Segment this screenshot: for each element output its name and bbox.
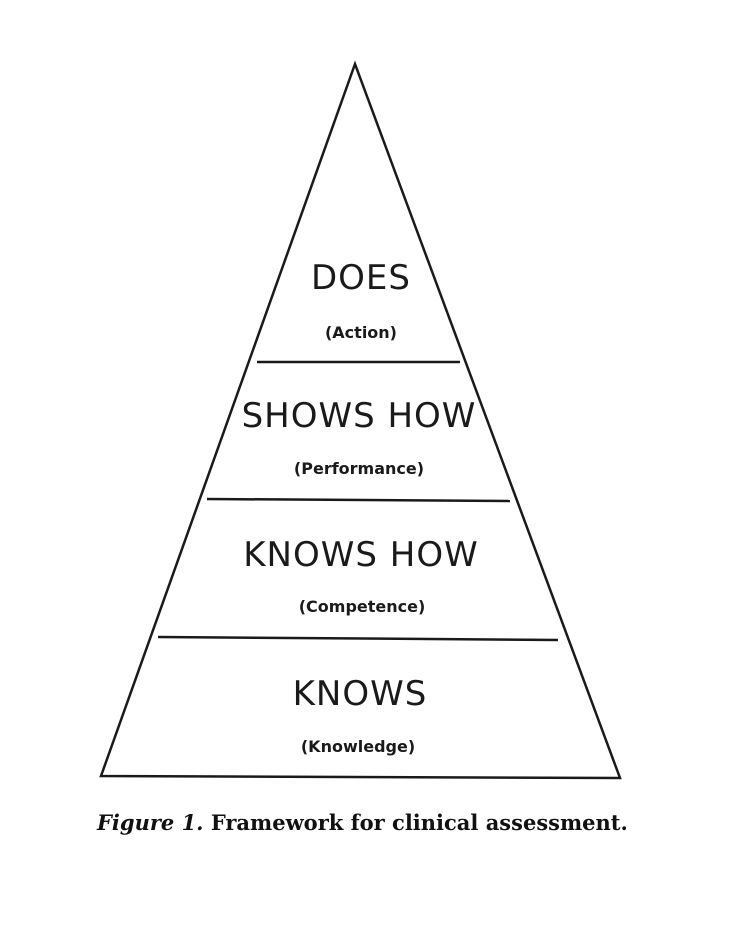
tier-knows: KNOWS (Knowledge) xyxy=(293,674,428,756)
pyramid-outline xyxy=(99,60,622,780)
tier-subtitle: (Competence) xyxy=(299,597,426,616)
figure-caption-text: Framework for clinical assessment. xyxy=(210,810,628,835)
tier-title: SHOWS HOW xyxy=(242,396,477,436)
tier-divider xyxy=(157,635,559,642)
tier-subtitle: (Action) xyxy=(325,323,397,342)
tier-subtitle: (Performance) xyxy=(294,459,424,478)
figure-caption: Figure 1. Framework for clinical assessm… xyxy=(97,810,628,835)
tier-title: KNOWS xyxy=(293,674,428,714)
tier-shows-how: SHOWS HOW (Performance) xyxy=(242,396,477,478)
tier-knows-how: KNOWS HOW (Competence) xyxy=(243,535,478,616)
tier-divider xyxy=(206,497,511,503)
tier-does: DOES (Action) xyxy=(311,258,411,342)
tier-subtitle: (Knowledge) xyxy=(301,737,415,756)
tier-title: KNOWS HOW xyxy=(243,535,478,575)
tier-title: DOES xyxy=(311,258,411,298)
figure-caption-lead: Figure 1. xyxy=(97,810,204,835)
